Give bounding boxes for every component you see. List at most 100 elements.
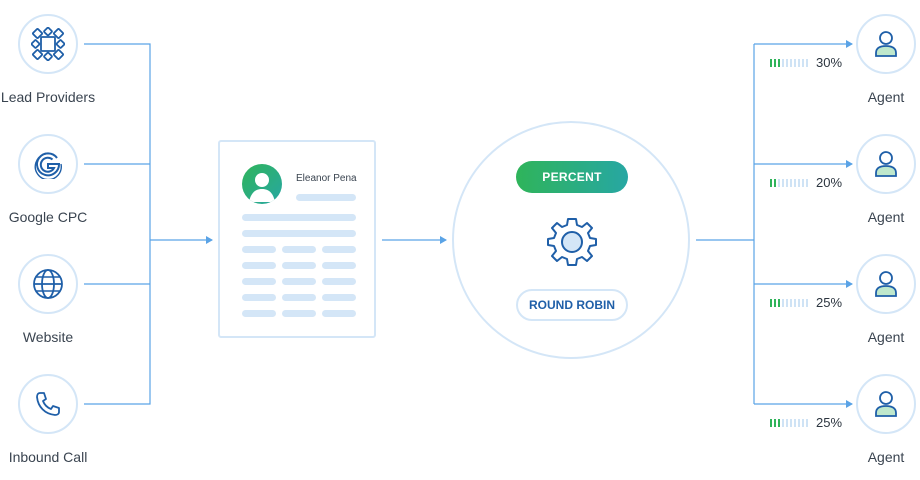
share-tick-filled — [774, 178, 776, 187]
card-field-bar — [242, 310, 276, 317]
card-field-bar — [242, 262, 276, 269]
share-ticks — [770, 298, 808, 307]
share-tick-empty — [786, 298, 788, 307]
network-icon — [31, 27, 65, 61]
agent-node — [856, 254, 916, 314]
share-tick-empty — [802, 178, 804, 187]
share-tick-empty — [802, 418, 804, 427]
agent-user-icon — [875, 151, 897, 177]
share-tick-empty — [782, 418, 784, 427]
card-field-bar — [322, 310, 356, 317]
agent-node — [856, 134, 916, 194]
card-field-bar — [242, 294, 276, 301]
share-tick-empty — [790, 298, 792, 307]
share-tick-empty — [790, 418, 792, 427]
agent-user-icon — [875, 31, 897, 57]
card-field-bar — [322, 246, 356, 253]
share-tick-empty — [794, 298, 796, 307]
share-ticks — [770, 58, 808, 67]
lead-card: Eleanor Pena — [218, 140, 376, 338]
share-tick-filled — [770, 178, 772, 187]
share-tick-empty — [806, 418, 808, 427]
card-field-bar — [322, 278, 356, 285]
share-tick-empty — [798, 58, 800, 67]
share-tick-empty — [806, 178, 808, 187]
round-robin-mode-button[interactable]: ROUND ROBIN — [516, 289, 628, 321]
card-field-bar — [282, 262, 316, 269]
card-field-bar — [282, 278, 316, 285]
share-tick-empty — [790, 58, 792, 67]
agent-label: Agent — [867, 449, 905, 465]
share-tick-filled — [778, 298, 780, 307]
card-field-bar — [322, 262, 356, 269]
google-cpc-node — [18, 134, 78, 194]
share-tick-empty — [786, 418, 788, 427]
share-tick-empty — [778, 178, 780, 187]
agent-share-meter: 30% — [770, 55, 842, 70]
share-ticks — [770, 418, 808, 427]
share-tick-filled — [778, 58, 780, 67]
share-tick-empty — [782, 178, 784, 187]
percent-mode-button[interactable]: PERCENT — [516, 161, 628, 193]
source-label-inbound-call: Inbound Call — [8, 449, 88, 465]
share-tick-empty — [802, 58, 804, 67]
share-tick-empty — [786, 58, 788, 67]
agent-node — [856, 14, 916, 74]
share-tick-empty — [798, 298, 800, 307]
lead-providers-node — [18, 14, 78, 74]
card-field-bar — [282, 310, 316, 317]
card-field-bar — [242, 230, 356, 237]
agent-user-icon — [875, 271, 897, 297]
card-field-bar — [282, 294, 316, 301]
agent-share-percent: 30% — [816, 55, 843, 70]
lead-avatar — [242, 164, 282, 204]
share-tick-filled — [774, 418, 776, 427]
agent-label: Agent — [867, 89, 905, 105]
distribution-hub: PERCENT ROUND ROBIN — [452, 121, 690, 359]
agent-user-icon — [875, 391, 897, 417]
agent-share-meter: 20% — [770, 175, 842, 190]
user-icon — [249, 173, 275, 202]
share-tick-filled — [770, 418, 772, 427]
inbound-call-node — [18, 374, 78, 434]
lead-name: Eleanor Pena — [296, 173, 357, 184]
google-icon — [34, 152, 62, 179]
agent-share-percent: 20% — [816, 175, 843, 190]
gear-icon — [547, 218, 597, 266]
globe-icon — [33, 269, 63, 299]
share-tick-empty — [782, 58, 784, 67]
card-field-bar — [296, 194, 356, 201]
card-field-bar — [282, 246, 316, 253]
agent-share-meter: 25% — [770, 295, 842, 310]
card-field-bar — [242, 246, 276, 253]
share-tick-empty — [782, 298, 784, 307]
agent-label: Agent — [867, 209, 905, 225]
share-tick-filled — [770, 58, 772, 67]
share-ticks — [770, 178, 808, 187]
share-tick-filled — [774, 298, 776, 307]
share-tick-empty — [790, 178, 792, 187]
source-label-website: Website — [22, 329, 74, 345]
card-field-bar — [322, 294, 356, 301]
share-tick-empty — [786, 178, 788, 187]
share-tick-filled — [774, 58, 776, 67]
share-tick-empty — [806, 58, 808, 67]
share-tick-empty — [794, 418, 796, 427]
share-tick-empty — [806, 298, 808, 307]
share-tick-empty — [802, 298, 804, 307]
card-field-bar — [242, 278, 276, 285]
share-tick-empty — [798, 418, 800, 427]
agent-share-meter: 25% — [770, 415, 842, 430]
share-tick-filled — [778, 418, 780, 427]
share-tick-filled — [770, 298, 772, 307]
website-node — [18, 254, 78, 314]
agent-share-percent: 25% — [816, 415, 843, 430]
phone-icon — [36, 392, 60, 416]
source-trunk-line — [84, 43, 151, 405]
agent-share-percent: 25% — [816, 295, 843, 310]
card-field-bar — [242, 214, 356, 221]
share-tick-empty — [794, 58, 796, 67]
source-label-google-cpc: Google CPC — [8, 209, 88, 225]
source-label-lead-providers: Lead Providers — [0, 89, 96, 105]
